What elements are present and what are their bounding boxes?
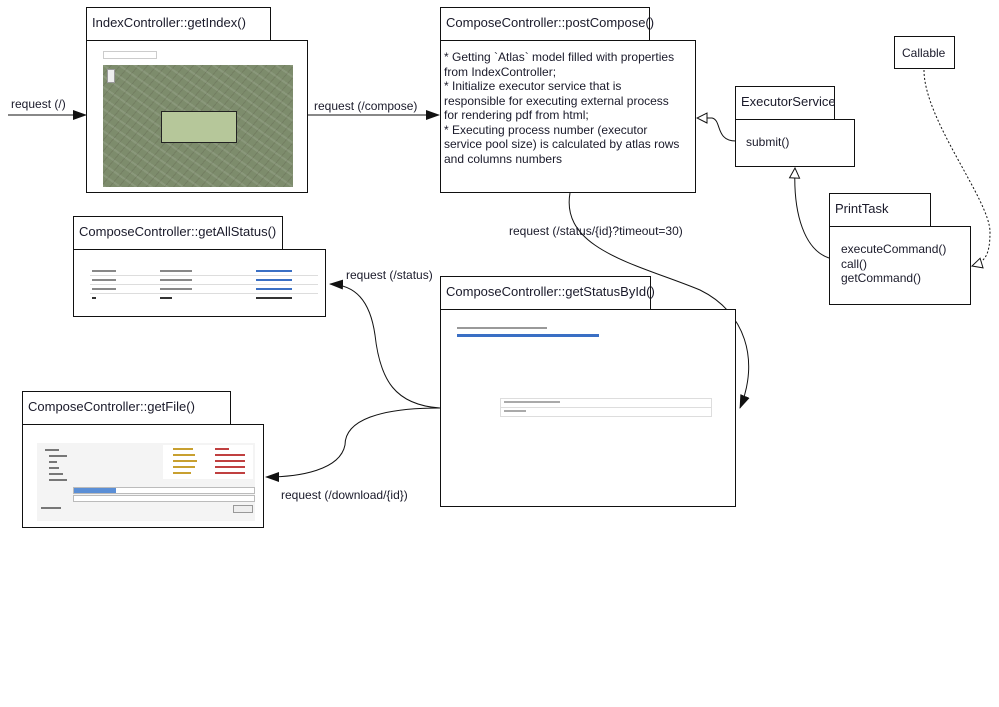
file-name-field: [73, 487, 255, 494]
note-line: and columns numbers: [444, 151, 563, 166]
file-list-pane: [163, 445, 253, 479]
method-execute-command: executeCommand(): [841, 242, 947, 256]
executor-method-submit: submit(): [746, 135, 790, 149]
get-status-by-id-body: [440, 309, 736, 507]
note-line: service pool size) is calculated by atla…: [444, 137, 680, 151]
file-type-field: [73, 495, 255, 502]
method-get-command: getCommand(): [841, 271, 922, 285]
get-index-body: [86, 40, 308, 193]
note-line: * Getting `Atlas` model filled with prop…: [444, 50, 675, 64]
print-task-tab: PrintTask: [829, 193, 931, 227]
note-line: for rendering pdf from html;: [444, 108, 589, 122]
callable-interface: Callable: [894, 36, 955, 69]
get-status-by-id-tab: ComposeController::getStatusById(): [440, 276, 655, 310]
get-file-tab: ComposeController::getFile(): [22, 391, 231, 425]
note-line: * Executing process number (executor: [444, 122, 648, 137]
edge-label-request-download: request (/download/{id}): [281, 488, 408, 502]
print-task-methods: executeCommand() call() getCommand(): [841, 242, 946, 286]
post-compose-notes: * Getting `Atlas` model filled with prop…: [444, 50, 679, 166]
edge-printtask-callable: [923, 69, 991, 266]
executor-service-tab: ExecutorService: [735, 86, 836, 120]
edge-label-request-status-id: request (/status/{id}?timeout=30): [509, 224, 683, 238]
method-call: call(): [841, 256, 867, 271]
edge-executor-dependency: [697, 118, 737, 142]
post-compose-body: * Getting `Atlas` model filled with prop…: [440, 40, 696, 193]
progress-bar: [457, 334, 599, 337]
map-screenshot: [103, 65, 293, 187]
edge-request-download: [265, 407, 441, 482]
get-file-body: [22, 424, 264, 528]
note-line: * Initialize executor service that is: [444, 79, 622, 93]
executor-service-body: submit(): [735, 119, 855, 167]
map-zoom-control: [107, 69, 115, 83]
get-all-status-body: [73, 249, 326, 317]
map-breadcrumb: [103, 51, 157, 59]
post-compose-tab: ComposeController::postCompose(): [440, 7, 654, 41]
edge-request-status: [329, 279, 441, 409]
edge-label-request-status: request (/status): [346, 268, 433, 282]
status-panel-thumbnail: [500, 398, 712, 417]
map-selection-rectangle: [161, 111, 237, 143]
note-line: from IndexController;: [444, 64, 557, 79]
file-dialog-save-button: [233, 505, 253, 513]
edge-label-request-compose: request (/compose): [314, 99, 418, 113]
edge-request-status-id: [568, 192, 750, 409]
note-line: responsible for executing external proce…: [444, 93, 669, 108]
status-message-thumbnail: [457, 327, 547, 329]
file-tree-pane: [41, 445, 161, 485]
get-index-tab: IndexController::getIndex(): [86, 7, 271, 41]
edge-printtask-executor: [795, 168, 830, 259]
file-dialog-hide-folders: [41, 507, 61, 509]
status-table-thumbnail: [90, 268, 318, 306]
edge-label-request-root: request (/): [11, 97, 66, 111]
print-task-body: executeCommand() call() getCommand(): [829, 226, 971, 305]
get-all-status-tab: ComposeController::getAllStatus(): [73, 216, 283, 250]
file-dialog-thumbnail: [37, 443, 255, 521]
callable-label: Callable: [902, 46, 946, 60]
